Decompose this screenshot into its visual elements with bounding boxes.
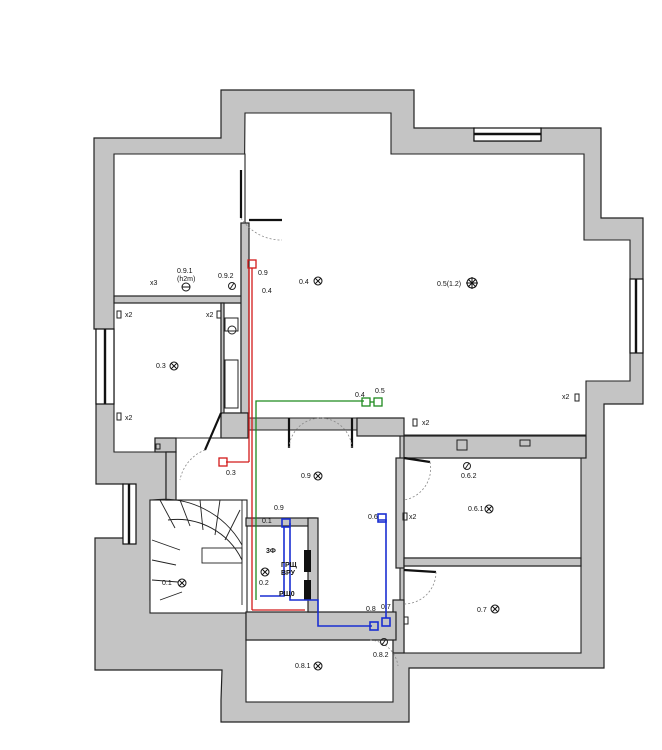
- lamp-icon: [169, 361, 179, 371]
- label: 0.9: [301, 473, 311, 480]
- label: 0.8: [366, 606, 376, 613]
- socket-icon: [216, 310, 222, 319]
- lamp-icon: [313, 276, 323, 286]
- door-room-07: [403, 568, 437, 605]
- label: 0.5(1.2): [437, 281, 461, 288]
- label: 0.8.1: [295, 663, 311, 670]
- label: ГРЩ: [281, 562, 298, 569]
- label: x2: [125, 312, 133, 319]
- partition-h1: [113, 295, 245, 304]
- label: 0.3: [156, 363, 166, 370]
- switch-icon: [380, 638, 388, 646]
- socket-icon: [403, 616, 409, 625]
- partition-bath-left: [220, 302, 225, 414]
- switch-icon: [463, 462, 471, 470]
- lamp-icon: [313, 661, 323, 671]
- door-room-06: [403, 456, 432, 501]
- partition-stair-top: [154, 437, 177, 453]
- window-left: [95, 328, 115, 405]
- label: x2: [562, 394, 570, 401]
- socket-icon: [574, 393, 580, 402]
- label: 0.9.2: [218, 273, 234, 280]
- partition-bath-right: [240, 222, 250, 414]
- label: 0.4: [355, 392, 365, 399]
- label: 0.2: [259, 580, 269, 587]
- lamp-icon: [490, 604, 500, 614]
- room-stair: [149, 499, 248, 614]
- door-top-left: [239, 170, 283, 241]
- label: 0.4: [262, 288, 272, 295]
- lamp-icon: [260, 567, 270, 577]
- label: x2: [206, 312, 214, 319]
- partition-corner: [220, 412, 249, 439]
- wiring-blue: [260, 513, 391, 631]
- partition-right-top: [403, 435, 587, 459]
- lamp-icon: [177, 578, 187, 588]
- label: x2: [422, 420, 430, 427]
- label: 0.1: [262, 518, 272, 525]
- socket-icon: [155, 443, 161, 450]
- label: 0.9.1: [177, 268, 193, 275]
- lamp-icon: [484, 504, 494, 514]
- label: 0.1: [162, 580, 172, 587]
- ceiling-fan-icon: [181, 282, 191, 292]
- socket-icon: [412, 418, 418, 427]
- wiring-green: [255, 397, 383, 600]
- lamp-icon: [313, 471, 323, 481]
- bathroom-fixtures: [224, 317, 239, 409]
- label: 0.6: [368, 514, 378, 521]
- label: 0.5: [375, 388, 385, 395]
- label: ВРУ: [281, 570, 296, 577]
- label: 0.9: [274, 505, 284, 512]
- switch-icon: [228, 282, 236, 290]
- label: (h2m): [177, 276, 195, 283]
- label: x2: [409, 514, 417, 521]
- window-top: [473, 127, 542, 142]
- wiring-red: [218, 259, 305, 611]
- partition-stair-left: [165, 451, 177, 501]
- label: 0.6.1: [468, 506, 484, 513]
- room-hall-living: [240, 112, 631, 436]
- radiator-marks: [456, 439, 531, 451]
- shield-panel-grsh: [304, 550, 311, 572]
- label: 0.7: [477, 607, 487, 614]
- socket-icon: [402, 512, 408, 521]
- shield-panel-rsch: [304, 580, 311, 600]
- socket-icon: [116, 310, 122, 319]
- label: 0.3: [226, 470, 236, 477]
- door-room-03: [179, 412, 223, 481]
- label: РЩ0: [279, 591, 295, 598]
- label: 0.8.2: [373, 652, 389, 659]
- room-0-3: [113, 302, 222, 453]
- label: 0.9: [258, 270, 268, 277]
- staircase: [151, 498, 243, 605]
- label: 3Ф: [266, 548, 276, 555]
- label: x3: [150, 280, 158, 287]
- door-hall-double: [287, 417, 354, 449]
- window-stair: [122, 483, 137, 545]
- partition-mid: [356, 417, 405, 437]
- socket-icon: [116, 412, 122, 421]
- room-0-8-1: [245, 639, 394, 703]
- chandelier-icon: [466, 277, 478, 289]
- label: 0.4: [299, 279, 309, 286]
- window-right: [629, 278, 644, 354]
- label: 0.6.2: [461, 473, 477, 480]
- partition-06-07: [403, 557, 582, 567]
- door-room-081: [369, 639, 399, 667]
- label: x2: [125, 415, 133, 422]
- label: 0.7: [381, 604, 391, 611]
